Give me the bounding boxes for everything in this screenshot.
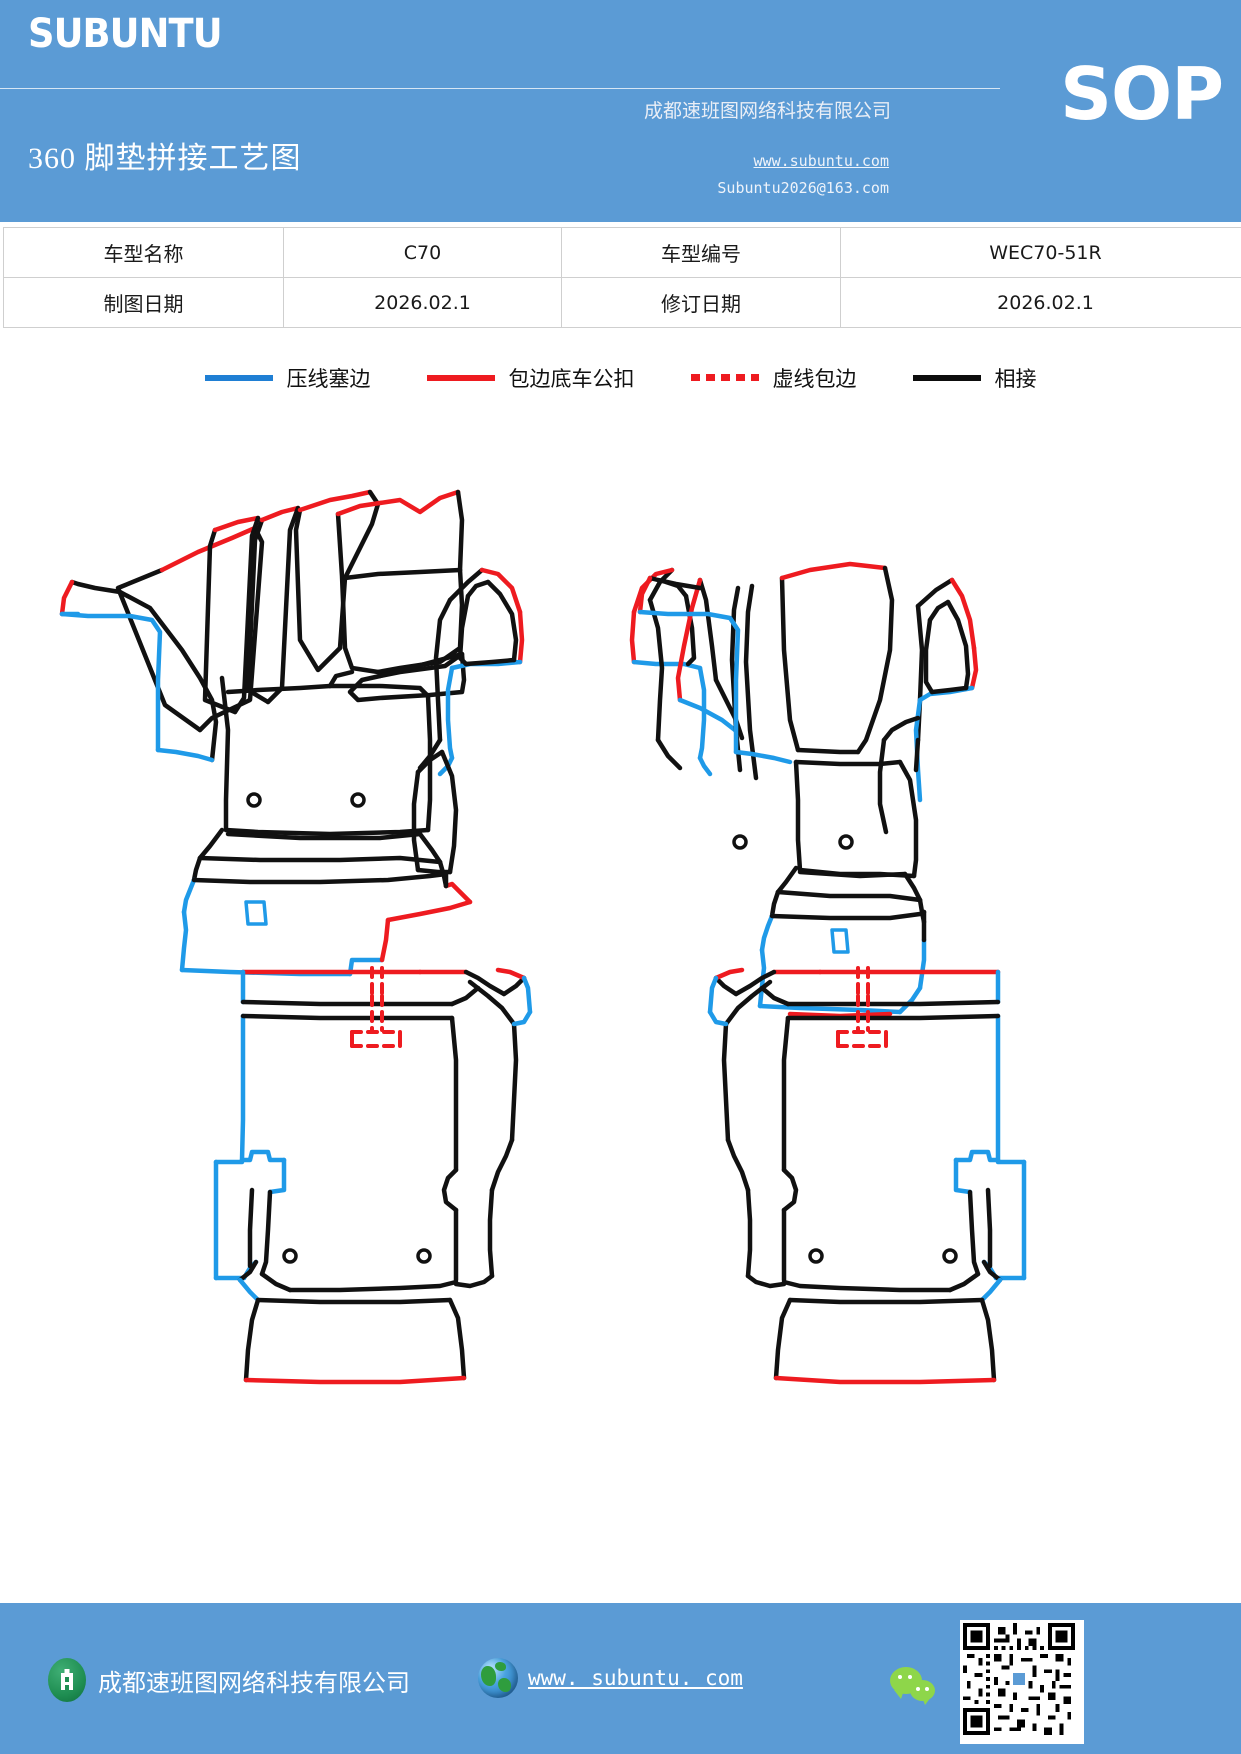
panel-rear-right-mat xyxy=(707,966,1027,1385)
footer-company-name: 成都速班图网络科技有限公司 xyxy=(98,1670,410,1697)
label-model-code: 车型编号 xyxy=(561,227,841,278)
legend-label: 虚线包边 xyxy=(772,366,857,391)
legend-swatch-blue-line-icon xyxy=(204,374,273,381)
wechat-icon xyxy=(890,1667,942,1707)
legend-swatch-black-line-icon xyxy=(912,374,981,381)
label-model-name: 车型名称 xyxy=(3,227,284,278)
value-model-name: C70 xyxy=(283,227,562,278)
label-revision-date: 修订日期 xyxy=(561,277,841,328)
value-model-code: WEC70-51R xyxy=(840,227,1241,278)
footer-website: www. subuntu. com xyxy=(478,1658,743,1698)
label-draw-date: 制图日期 xyxy=(3,277,284,328)
vehicle-info-table: 车型名称 C70 车型编号 WEC70-51R 制图日期 2026.02.1 修… xyxy=(3,227,1241,328)
page-title: 360 脚垫拼接工艺图 xyxy=(28,142,302,175)
legend-swatch-red-line-icon xyxy=(426,374,495,381)
sop-badge: SOP xyxy=(1060,52,1224,136)
header-email[interactable]: Subuntu2026@163.com xyxy=(717,179,889,197)
header-website-link[interactable]: www.subuntu.com xyxy=(753,152,889,170)
table-row: 制图日期 2026.02.1 修订日期 2026.02.1 xyxy=(3,277,1241,328)
legend-item-seam: 相接 xyxy=(912,363,1037,393)
header-divider xyxy=(0,88,1000,89)
page-footer: 成都速班图网络科技有限公司 www. subuntu. com xyxy=(0,1603,1241,1754)
globe-icon xyxy=(478,1658,518,1698)
panel-front-right-mat xyxy=(629,561,979,1019)
qr-code xyxy=(960,1620,1084,1744)
legend: 压线塞边 包边底车公扣 虚线包边 相接 xyxy=(0,355,1241,400)
legend-swatch-red-dashed-line-icon xyxy=(690,374,759,381)
header-company-name: 成都速班图网络科技有限公司 xyxy=(643,101,891,122)
technical-drawing-canvas xyxy=(0,400,1241,1440)
page-header: SUBUNTU 360 脚垫拼接工艺图 SOP 成都速班图网络科技有限公司 ww… xyxy=(0,0,1241,222)
building-icon xyxy=(48,1658,86,1702)
legend-item-stitch-edge: 压线塞边 xyxy=(204,363,371,393)
legend-label: 包边底车公扣 xyxy=(508,366,635,391)
table-row: 车型名称 C70 车型编号 WEC70-51R xyxy=(3,227,1241,278)
legend-label: 压线塞边 xyxy=(286,366,371,391)
legend-item-binding-buckle: 包边底车公扣 xyxy=(426,363,635,393)
value-revision-date: 2026.02.1 xyxy=(840,277,1241,328)
panel-rear-left-mat xyxy=(213,966,533,1385)
legend-label: 相接 xyxy=(994,366,1037,391)
footer-website-link[interactable]: www. subuntu. com xyxy=(528,1666,743,1690)
brand-logo: SUBUNTU xyxy=(28,11,223,57)
footer-company: 成都速班图网络科技有限公司 xyxy=(48,1658,410,1702)
value-draw-date: 2026.02.1 xyxy=(283,277,562,328)
legend-item-dashed-binding: 虚线包边 xyxy=(690,363,857,393)
panel-front-left-mat xyxy=(59,489,525,977)
